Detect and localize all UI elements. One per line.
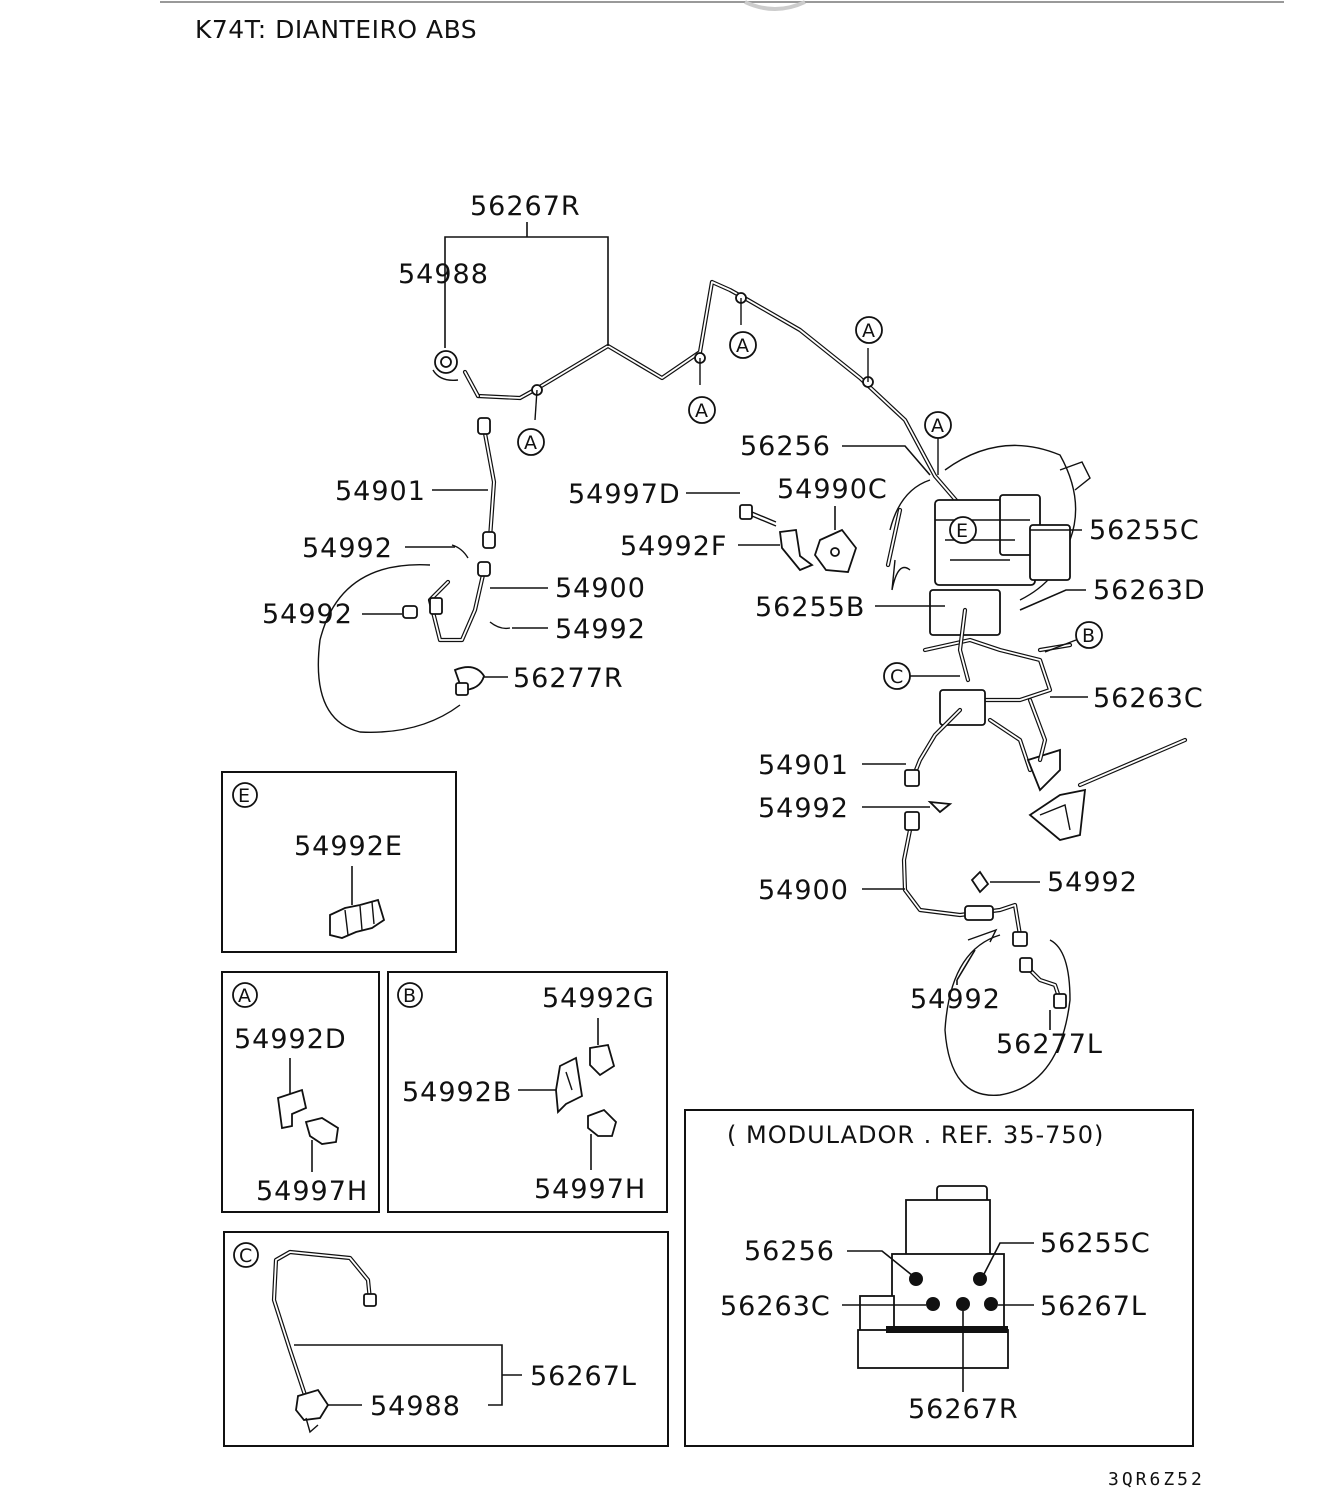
svg-text:A: A [931, 415, 944, 437]
label-54992-a: 54992 [302, 533, 393, 564]
modulator-heading: ( MODULADOR . REF. 35-750) [727, 1121, 1104, 1149]
bolt-54997d [739, 504, 777, 527]
front-brake-pipe-assembly [462, 279, 1013, 513]
svg-text:E: E [956, 520, 968, 542]
label-56255b: 56255B [755, 592, 865, 623]
label-56263c: 56263C [1093, 683, 1204, 714]
label-54992d: 54992D [234, 1024, 347, 1055]
label-56263d: 56263D [1093, 575, 1206, 606]
right-brake-hose-lower [901, 800, 1028, 947]
label-54992f: 54992F [620, 531, 727, 562]
mod-label-56267l: 56267L [1040, 1291, 1147, 1322]
callout-markers: A A A A A E B C [517, 316, 1103, 690]
left-brake-hose-upper [477, 417, 497, 549]
svg-text:A: A [695, 400, 708, 422]
label-56255c: 56255C [1089, 515, 1200, 546]
leader-lines [362, 222, 1088, 1030]
label-54901-right: 54901 [758, 750, 849, 781]
label-56277l: 56277L [996, 1029, 1103, 1060]
bracket-54992f [778, 528, 814, 572]
label-54997d: 54997D [568, 479, 681, 510]
label-56267l-c: 56267L [530, 1361, 637, 1392]
label-54992-b: 54992 [262, 599, 353, 630]
label-56277r: 56277R [513, 663, 624, 694]
label-54992-c: 54992 [555, 614, 646, 645]
drawing-code: 3QR6Z52 [1108, 1469, 1205, 1490]
svg-text:A: A [524, 432, 537, 454]
mod-label-56263c: 56263C [720, 1291, 831, 1322]
mod-label-56267r: 56267R [908, 1394, 1019, 1425]
svg-text:C: C [890, 666, 903, 688]
svg-text:A: A [862, 320, 875, 342]
label-54997h-b: 54997H [534, 1174, 646, 1205]
mod-label-56255c: 56255C [1040, 1228, 1151, 1259]
left-wheel-caliper-area [317, 544, 511, 733]
abs-modulator-assembly [885, 444, 1091, 792]
label-54992-d: 54992 [758, 793, 849, 824]
label-54901-left: 54901 [335, 476, 426, 507]
label-54988-c: 54988 [370, 1391, 461, 1422]
label-56256: 56256 [740, 431, 831, 462]
detail-b-box: B 54992G 54992B 54997H [387, 971, 668, 1213]
label-54990c: 54990C [777, 474, 888, 505]
svg-text:C: C [239, 1245, 252, 1267]
svg-text:A: A [736, 335, 749, 357]
svg-text:A: A [238, 985, 251, 1007]
mod-label-56256: 56256 [744, 1236, 835, 1267]
label-54997h-a: 54997H [256, 1176, 368, 1207]
detail-e-box: E 54992E [221, 771, 457, 953]
right-side-pipe-bracket [1028, 737, 1188, 841]
top-border-tab [744, 0, 806, 11]
modulator-box: ( MODULADOR . REF. 35-750) 56256 56255C … [684, 1109, 1194, 1447]
part-labels: 56267R 54988 54901 54992 54900 54992 549… [262, 191, 1206, 1060]
label-54900-right: 54900 [758, 875, 849, 906]
label-54992-f: 54992 [910, 984, 1001, 1015]
label-54988: 54988 [398, 259, 489, 290]
label-54992-e: 54992 [1047, 867, 1138, 898]
detail-a-box: A 54992D 54997H [221, 971, 380, 1213]
label-56267r: 56267R [470, 191, 581, 222]
label-54992e: 54992E [294, 831, 403, 862]
page-title: K74T: DIANTEIRO ABS [195, 15, 477, 44]
left-hose-bracket [432, 350, 459, 381]
detail-c-box: C 56267L 54988 [223, 1231, 669, 1447]
svg-text:E: E [238, 785, 250, 807]
svg-text:B: B [403, 985, 416, 1007]
label-54992b: 54992B [402, 1077, 512, 1108]
label-54992g: 54992G [542, 983, 655, 1014]
svg-text:B: B [1082, 625, 1095, 647]
joint-54990c [813, 528, 858, 573]
label-54900-left: 54900 [555, 573, 646, 604]
right-wheel-caliper-area [944, 934, 1071, 1096]
